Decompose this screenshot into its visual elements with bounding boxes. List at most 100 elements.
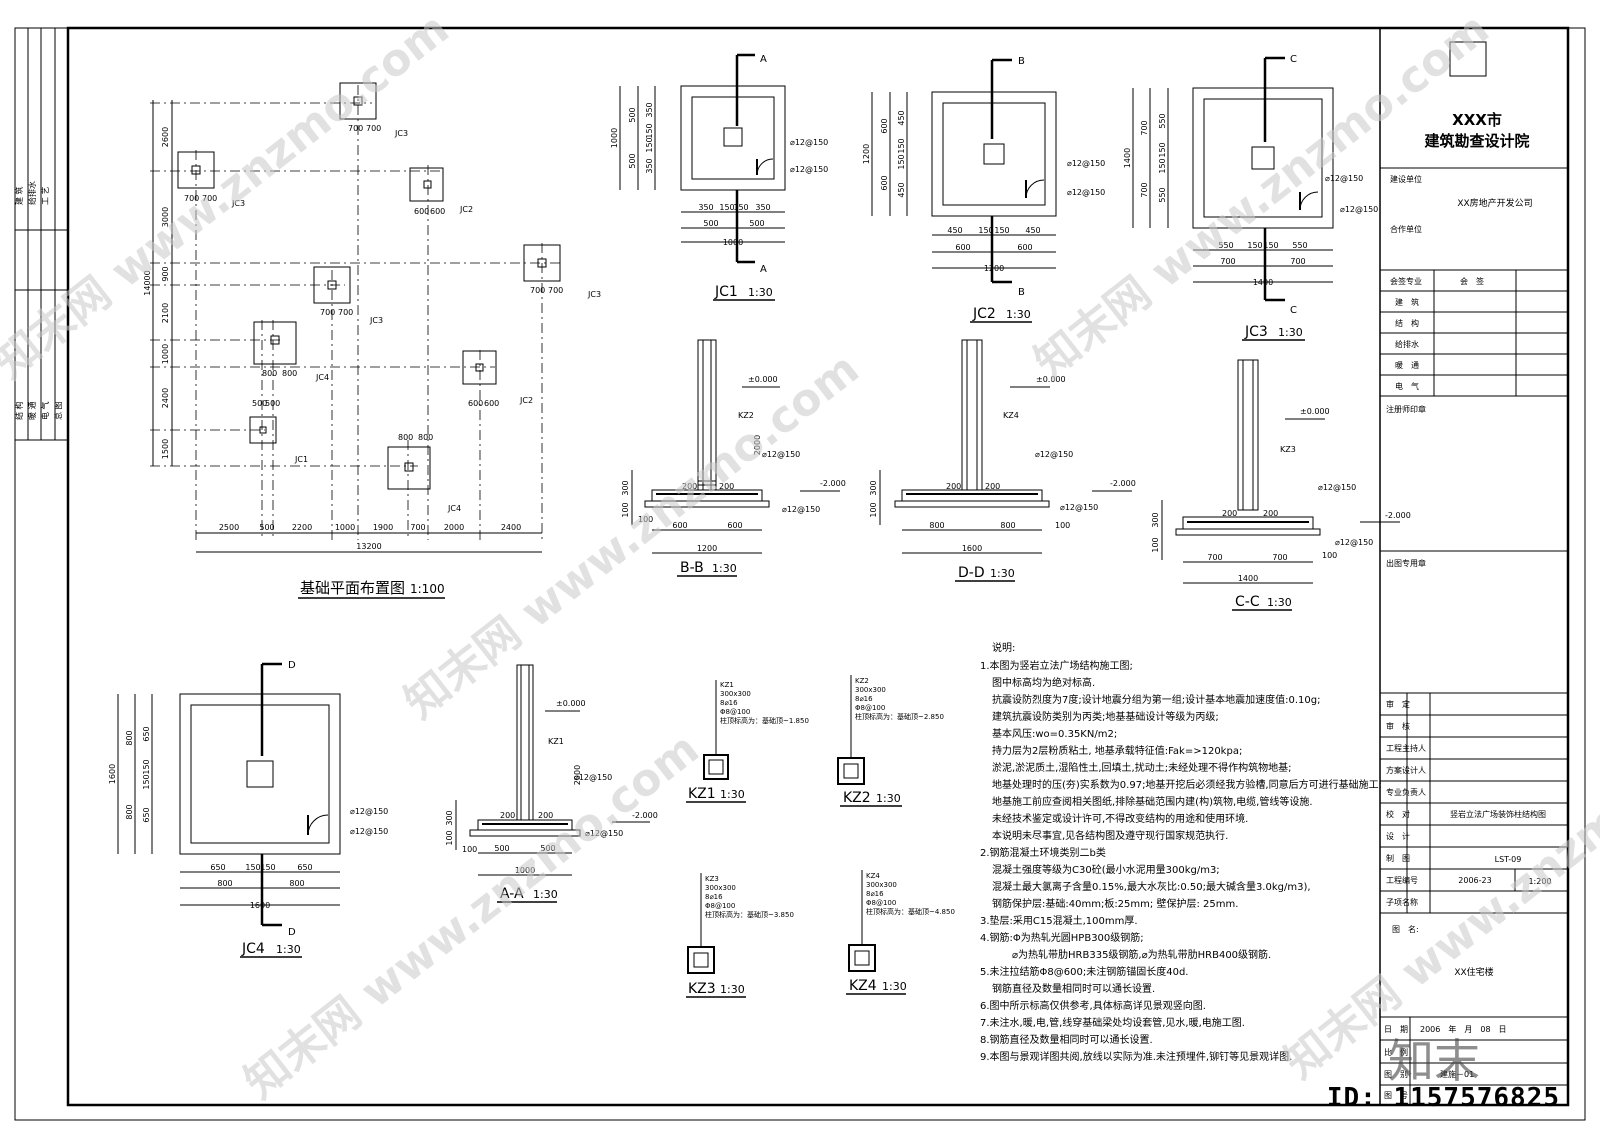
- dim: 150: [245, 863, 260, 872]
- strip-label: 给排水: [27, 181, 37, 205]
- dim: 600: [880, 175, 889, 190]
- note-line: 图中标高均为绝对标高.: [992, 676, 1095, 689]
- dim: 550: [1218, 241, 1233, 250]
- note-line: ⌀为热轧带肋HRB335级钢筋,⌀为热轧带肋HRB400级钢筋.: [1012, 948, 1271, 961]
- institute-name-2: 建筑勘查设计院: [1424, 132, 1529, 150]
- column-line: 柱顶标高为：基础顶~1.850: [720, 716, 809, 725]
- seal-label: 出图专用章: [1386, 558, 1426, 568]
- dim: 1400: [1123, 148, 1132, 168]
- footing-dim: 600: [414, 207, 429, 216]
- plan-total-height: 14000: [143, 270, 152, 295]
- rebar-label: ⌀12@150: [1067, 188, 1105, 197]
- detail-scale: 1:30: [1278, 326, 1303, 339]
- cover-label: 200: [538, 811, 553, 820]
- countersign-row: 结 构: [1395, 318, 1419, 328]
- role-row: 子项名称: [1386, 897, 1418, 907]
- column-name: KZ2: [843, 790, 871, 806]
- column-line: KZ4: [866, 872, 880, 880]
- dim: 800: [217, 879, 232, 888]
- role-row: 工程主持人: [1386, 743, 1426, 753]
- dim: 2000: [573, 765, 582, 785]
- level-label: ±0.000: [556, 699, 586, 708]
- dim: 100: [445, 830, 454, 845]
- stamp-label: 注册师印章: [1386, 404, 1426, 414]
- plan-footing: JC2: [409, 167, 473, 214]
- role-table: 审 定 审 核 工程主持人 方案设计人 专业负责人 校 对 设 计 制 图 工程…: [1380, 692, 1568, 914]
- level-label: -2.000: [632, 811, 658, 820]
- section-bb: ±0.000 -2.000 KZ2 200 200 ⌀12@150 ⌀12@15…: [621, 339, 846, 577]
- watermark-text: 知末网 www.znzmo.com: [395, 343, 868, 728]
- dim: 450: [947, 226, 962, 235]
- footing-tag: JC2: [459, 205, 473, 214]
- note-line: 钢筋直径及数量相同时可以通长设置.: [992, 982, 1155, 995]
- plan-dim: 500: [259, 523, 274, 532]
- section-aa: ±0.000 -2.000 KZ1 200 200 ⌀12@150 ⌀12@15…: [445, 664, 658, 903]
- column-kz3: KZ3 300x300 8⌀16 Φ8@100 柱顶标高为：基础顶~3.850 …: [686, 873, 794, 998]
- note-line: 抗震设防烈度为7度;设计地震分组为第一组;设计基本地震加速度值:0.10g;: [992, 693, 1320, 706]
- dim: 650: [210, 863, 225, 872]
- cut-mark: D: [288, 660, 296, 671]
- column-kz4: KZ4 300x300 8⌀16 Φ8@100 柱顶标高为：基础顶~4.850 …: [846, 870, 955, 995]
- dim: 350: [698, 203, 713, 212]
- detail-title: JC4: [241, 941, 265, 957]
- dim: 150: [978, 226, 993, 235]
- strip-label: 电 气: [40, 401, 50, 420]
- cover-label: 200: [500, 811, 515, 820]
- plan-dim: 1500: [161, 439, 170, 459]
- note-line: 5.未注拉结筋Φ8@600;未注钢筋锚固长度40d.: [980, 965, 1188, 978]
- section-title: D-D: [958, 565, 985, 581]
- dim: 600: [1017, 243, 1032, 252]
- column-line: Φ8@100: [866, 899, 896, 907]
- detail-jc3: C C ⌀12@150 ⌀12@150 550 150 150 550 700 …: [1123, 54, 1378, 341]
- footing-dim: 700: [320, 308, 335, 317]
- dim: 1600: [108, 764, 117, 784]
- cover-label: 200: [1263, 509, 1278, 518]
- rebar-label: ⌀12@150: [574, 773, 612, 782]
- detail-scale: 1:30: [748, 286, 773, 299]
- note-line: 8.钢筋直径及数量相同时可以通长设置.: [980, 1033, 1153, 1046]
- sheet-type-label: 图 别: [1384, 1070, 1408, 1079]
- note-line: 未经技术鉴定或设计许可,不得改变结构的用途和使用环境.: [992, 812, 1248, 825]
- dim: 150: [645, 137, 654, 152]
- footing-tag: JC1: [294, 455, 308, 464]
- rebar-label: ⌀12@150: [1340, 205, 1378, 214]
- column-name: KZ4: [849, 978, 877, 994]
- detail-title: JC3: [1244, 324, 1268, 340]
- dim: 550: [1158, 187, 1167, 202]
- column-line: 柱顶标高为：基础顶~3.850: [705, 910, 794, 919]
- dim: 350: [645, 158, 654, 173]
- cover-label: 200: [985, 482, 1000, 491]
- rebar-label: ⌀12@150: [1060, 503, 1098, 512]
- column-kz2: KZ2 300x300 8⌀16 Φ8@100 柱顶标高为：基础顶~2.850 …: [837, 675, 944, 807]
- dim: 150: [645, 123, 654, 138]
- dim: 600: [672, 521, 687, 530]
- rebar-label: ⌀12@150: [1067, 159, 1105, 168]
- dim: 550: [1158, 113, 1167, 128]
- plan-dim: 700: [410, 523, 425, 532]
- dim: 300: [445, 810, 454, 825]
- plan-dim: 2200: [292, 523, 312, 532]
- dim: 800: [125, 730, 134, 745]
- section-scale: 1:30: [990, 567, 1015, 580]
- note-line: 7.未注水,暖,电,管,线穿基础梁处均设套管,见水,暖,电施工图.: [980, 1016, 1245, 1029]
- dim: 100: [869, 502, 878, 517]
- drawing-no: LST-09: [1495, 855, 1522, 864]
- dim: 300: [621, 480, 630, 495]
- role-row: 审 核: [1386, 721, 1410, 731]
- note-line: 基本风压:wo=0.35KN/m2;: [992, 727, 1117, 740]
- cover-label: 200: [1222, 509, 1237, 518]
- rebar-label: ⌀12@150: [790, 165, 828, 174]
- plan-dim: 900: [161, 266, 170, 281]
- footing-dim: 600: [468, 399, 483, 408]
- level-label: ±0.000: [748, 375, 778, 384]
- section-dd: ±0.000 -2.000 KZ4 200 200 ⌀12@150 ⌀12@15…: [869, 339, 1136, 582]
- dim: 1600: [962, 544, 982, 553]
- level-label: ±0.000: [1300, 407, 1330, 416]
- dim: 150: [719, 203, 734, 212]
- column-line: 300x300: [720, 690, 751, 698]
- dim: 150: [142, 759, 151, 774]
- column-line: KZ1: [720, 681, 734, 689]
- note-line: 混凝土最大氯离子含量0.15%,最大水灰比:0.50;最大碱含量3.0kg/m3…: [992, 880, 1311, 893]
- detail-scale: 1:30: [1006, 308, 1031, 321]
- dim: 150: [142, 774, 151, 789]
